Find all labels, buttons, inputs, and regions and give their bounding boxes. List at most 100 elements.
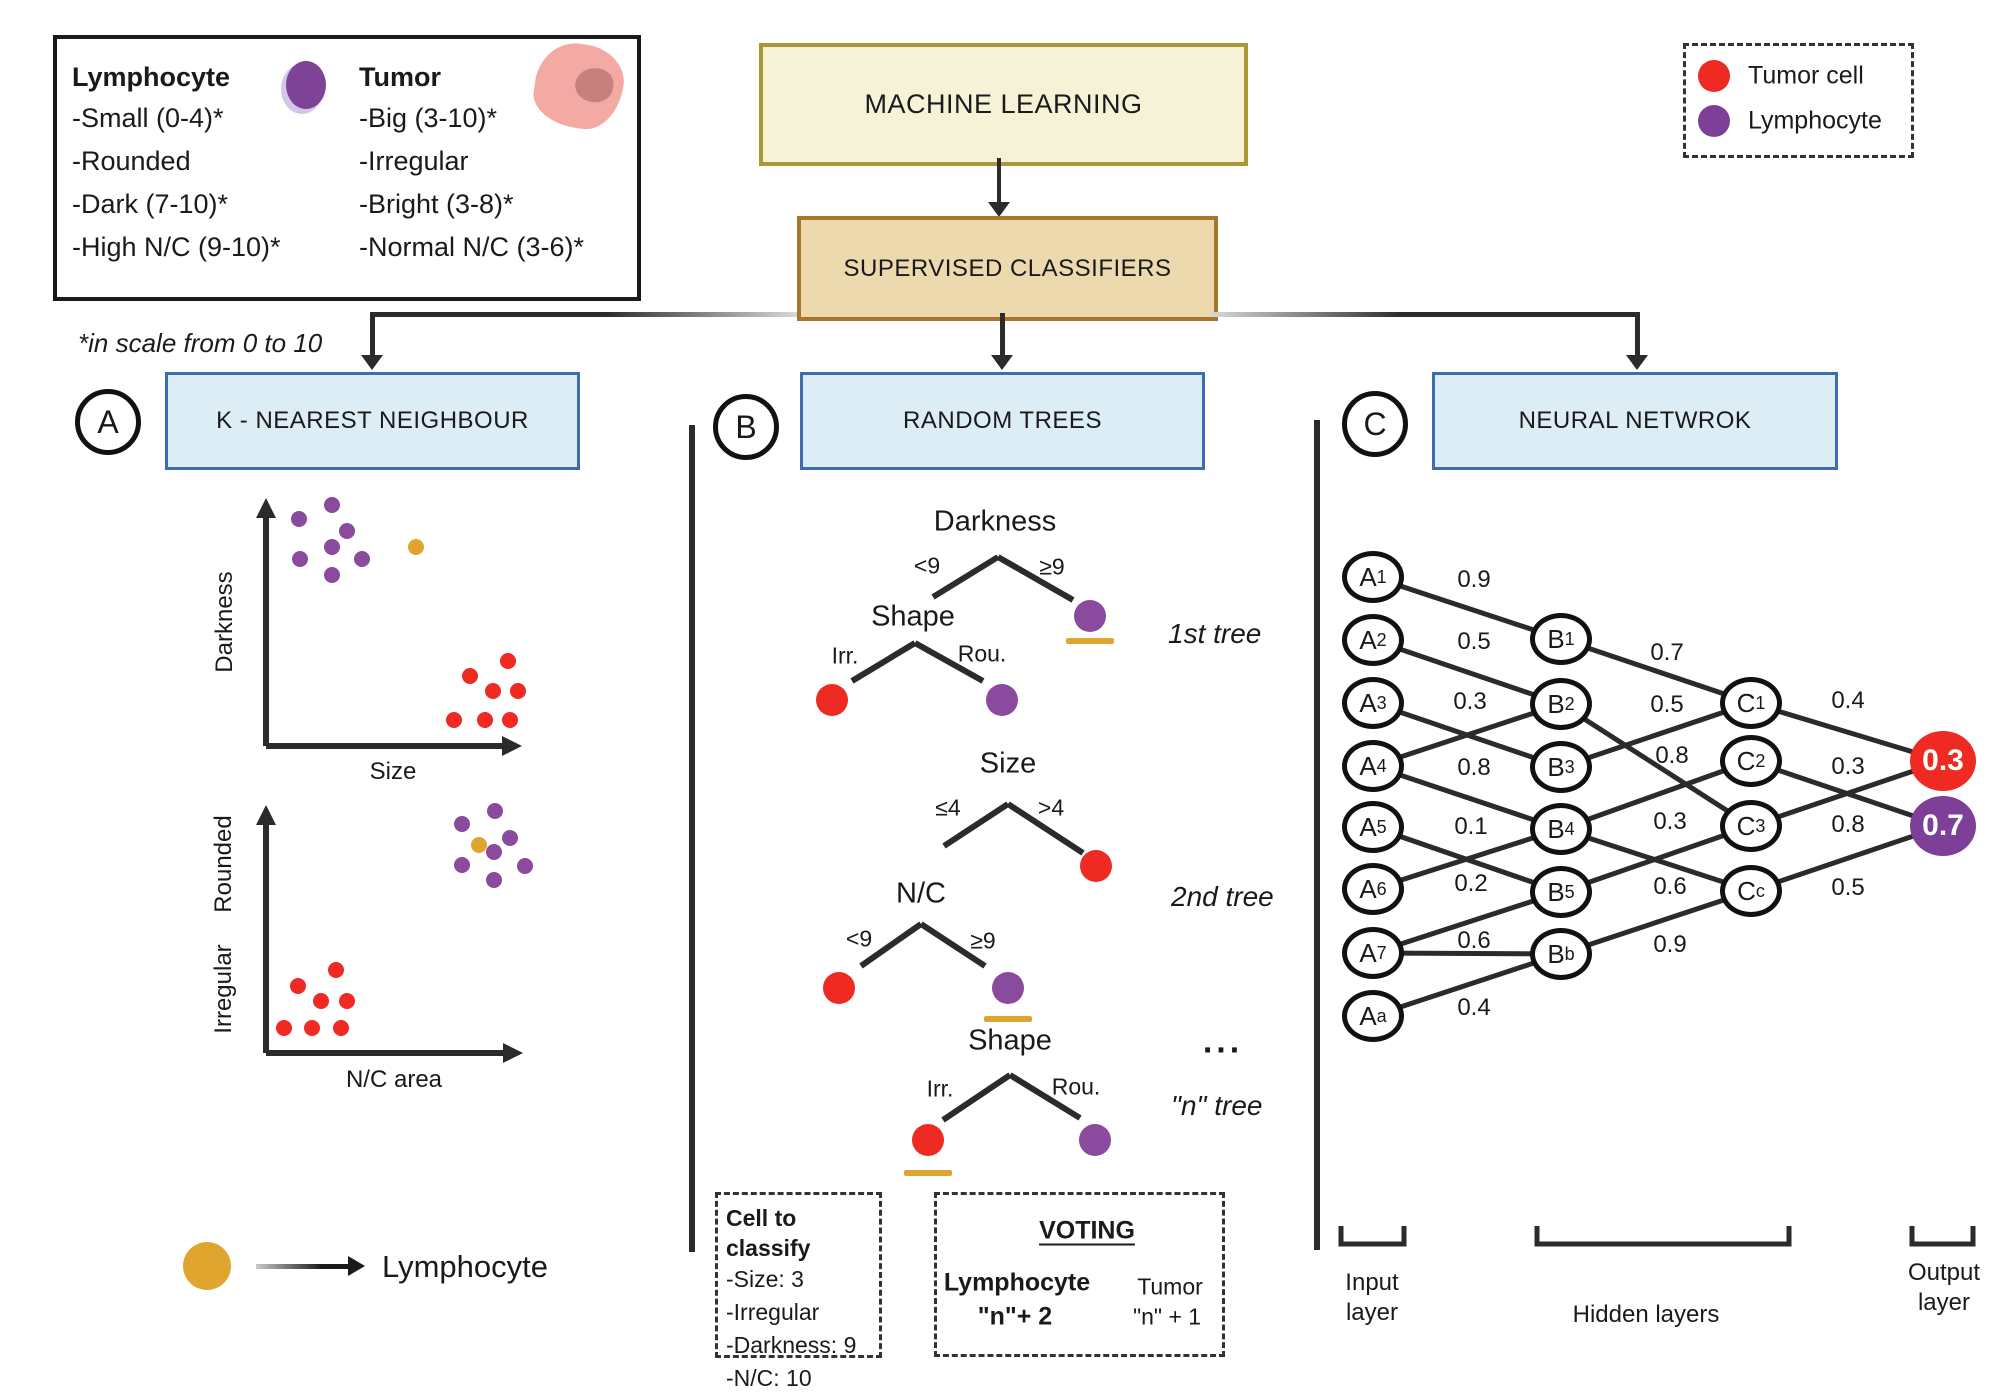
- tree2-right-condition: >4: [1037, 794, 1065, 821]
- x-axis-arrow-icon: [502, 736, 522, 756]
- output-layer-line2: layer: [1917, 1289, 1971, 1316]
- cell-dot: [333, 1020, 349, 1036]
- input-layer-label: Input layer: [1345, 1268, 1398, 1328]
- nn-weight-bc: 0.9: [1653, 931, 1687, 958]
- tree1-left-condition: <9: [913, 552, 941, 579]
- nn-weight-ab: 0.6: [1457, 927, 1491, 954]
- nn-weight-bc: 0.8: [1655, 742, 1689, 769]
- output-layer-line1: Output: [1907, 1259, 1981, 1286]
- tree3-vote-underline: [904, 1170, 952, 1176]
- tumor-cell-color-icon: [1698, 60, 1730, 92]
- section-letter-label: B: [735, 408, 757, 445]
- node-label: C: [1736, 687, 1756, 718]
- machine-learning-box: MACHINE LEARNING: [759, 43, 1248, 166]
- neural-network-title-box: NEURAL NETWROK: [1432, 372, 1838, 470]
- arrow-down-icon: [361, 355, 383, 370]
- node-label: B: [1547, 751, 1565, 782]
- output-value: 0.7: [1922, 809, 1964, 842]
- nn-weight-co: 0.3: [1831, 753, 1865, 780]
- knn-plot2-tumor-cluster: [276, 962, 355, 1036]
- output-value: 0.3: [1922, 744, 1964, 777]
- plot2-y-axis-label-top: Rounded: [210, 815, 237, 913]
- knn-plot2-lymphocyte-cluster: [454, 803, 533, 888]
- node-label: A: [1359, 561, 1377, 592]
- node-label: A: [1359, 750, 1377, 781]
- tree1-irr-label: Irr.: [831, 642, 859, 669]
- tree3-rou-label: Rou.: [1051, 1073, 1101, 1100]
- knn-plot2-unknown-cell-dot: [471, 837, 487, 853]
- tumor-trait: -Normal N/C (3-6)*: [359, 232, 585, 262]
- tree3-tumor-leaf: [912, 1124, 944, 1156]
- cell-dot: [502, 712, 518, 728]
- node-label: C: [1737, 875, 1756, 906]
- cell-dot: [454, 816, 470, 832]
- cell-dot: [324, 497, 340, 513]
- color-legend-box: Tumor cell Lymphocyte: [1683, 43, 1914, 158]
- tree1-tumor-leaf: [816, 684, 848, 716]
- node-label: B: [1547, 813, 1565, 844]
- cell-dot: [292, 551, 308, 567]
- y-axis-arrow-icon: [256, 498, 276, 518]
- machine-learning-label: MACHINE LEARNING: [864, 89, 1143, 119]
- lymphocyte-trait: -Rounded: [72, 146, 191, 176]
- voting-winner-votes: "n"+ 2: [977, 1302, 1053, 1331]
- tree2-branches: [859, 801, 1085, 969]
- node-label: A: [1359, 937, 1377, 968]
- voting-title: VOTING: [1039, 1216, 1135, 1245]
- nn-weight-co: 0.8: [1831, 811, 1865, 838]
- node-label: A: [1359, 1000, 1377, 1031]
- plot2-y-axis-label-bottom: Irregular: [210, 944, 237, 1034]
- output-layer-bracket: [1909, 1226, 1976, 1247]
- nn-weight-bc: 0.3: [1653, 808, 1687, 835]
- cell-dot: [313, 993, 329, 1009]
- connector-ml-to-sup: [997, 158, 1001, 206]
- tree1-vote-underline: [1066, 638, 1114, 644]
- nn-weight-bc: 0.6: [1653, 873, 1687, 900]
- lymphocyte-trait: -High N/C (9-10)*: [72, 232, 281, 262]
- nn-weight-bc: 0.5: [1650, 691, 1684, 718]
- nn-output-tumor-node: 0.3: [1910, 731, 1976, 791]
- lymphocyte-trait: -Dark (7-10)*: [72, 189, 229, 219]
- tree2-left-condition: ≤4: [935, 794, 961, 821]
- cell-dot: [500, 653, 516, 669]
- nn-edges-input-to-b: [1372, 574, 1562, 1019]
- node-label: C: [1736, 745, 1756, 776]
- supervised-classifiers-label: SUPERVISED CLASSIFIERS: [843, 254, 1172, 282]
- cell-dot: [290, 978, 306, 994]
- tree3-name: "n" tree: [1171, 1090, 1263, 1121]
- tree2-root-label: Size: [979, 747, 1037, 780]
- tree1-branches: [850, 554, 1075, 684]
- tree1-lymphocyte-leaf: [986, 684, 1018, 716]
- nn-edges-c-to-output: [1750, 700, 1944, 894]
- tree3-lymphocyte-leaf: [1079, 1124, 1111, 1156]
- knn-plot2-axes: [256, 805, 523, 1063]
- arrow-down-icon: [988, 202, 1010, 217]
- cell-dot: [454, 857, 470, 873]
- tree2-vote-underline: [984, 1016, 1032, 1022]
- node-label: B: [1547, 876, 1565, 907]
- branch-line-right: [1210, 312, 1638, 317]
- lymphocyte-cell-icon: [286, 61, 326, 109]
- classify-line: -Size: 3: [726, 1266, 804, 1292]
- cell-dot: [354, 551, 370, 567]
- tree2-child-right-condition: ≥9: [970, 927, 996, 954]
- cell-dot: [485, 683, 501, 699]
- nn-weight-ab: 0.8: [1457, 754, 1491, 781]
- node-label: B: [1547, 938, 1565, 969]
- section-letter-label: A: [97, 403, 119, 440]
- nn-output-lymphocyte-node: 0.7: [1910, 796, 1976, 856]
- arrow-down-icon: [991, 355, 1013, 370]
- cell-dot: [462, 668, 478, 684]
- nn-weight-bc: 0.7: [1650, 639, 1684, 666]
- cell-to-classify-box: Cell to classify -Size: 3 -Irregular -Da…: [715, 1192, 882, 1391]
- tumor-cell-legend-label: Tumor cell: [1748, 61, 1864, 90]
